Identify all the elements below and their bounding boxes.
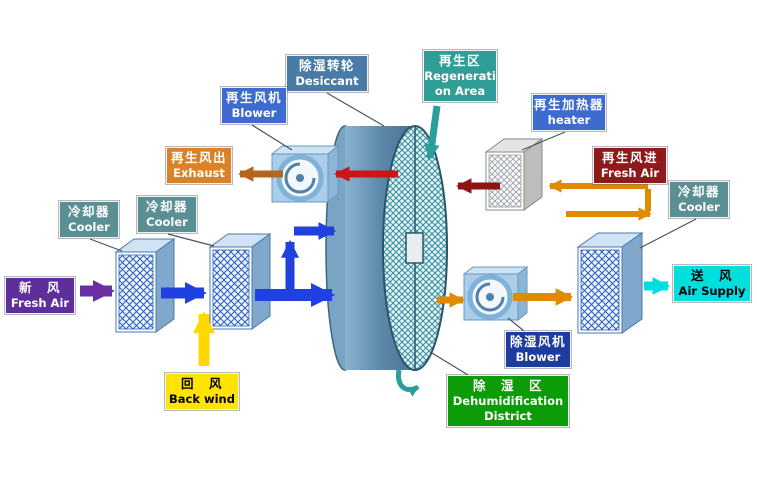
regen-exhaust-label: 再生风出 Exhaust bbox=[166, 147, 232, 185]
cooler-middle-label: 冷却器 Cooler bbox=[137, 196, 197, 234]
cooler-unit-middle bbox=[208, 233, 272, 330]
pointer-cooler-middle bbox=[167, 233, 215, 247]
dehumid-blower-label: 除湿风机 Blower bbox=[505, 331, 571, 369]
back-wind-label-zh: 回 风 bbox=[180, 376, 223, 391]
regen-heater-unit bbox=[484, 138, 544, 211]
heater-side-face bbox=[523, 138, 543, 211]
fresh-air-label: 新 风 Fresh Air bbox=[5, 277, 75, 315]
regen-fresh-air-label-zh: 再生风进 bbox=[601, 150, 658, 165]
regen-blower-hub-icon bbox=[296, 174, 304, 182]
dehumid-district-label: 除 湿 区 Dehumidification District bbox=[447, 375, 569, 428]
regeneration-area-label-en1: Regenerati bbox=[424, 69, 496, 84]
cooler-middle-label-en: Cooler bbox=[146, 215, 188, 230]
cooler1-side-face bbox=[155, 238, 175, 333]
fresh-air-label-en: Fresh Air bbox=[10, 296, 70, 311]
regeneration-area-label: 再生区 Regenerati on Area bbox=[423, 50, 497, 103]
dehumid-district-label-en2: District bbox=[484, 409, 532, 424]
air-supply-label: 送 风 Air Supply bbox=[673, 265, 751, 303]
cooler3-coil bbox=[580, 249, 620, 331]
dehumid-district-label-zh: 除 湿 区 bbox=[472, 378, 543, 393]
cooler3-side-face bbox=[621, 232, 643, 334]
cooler-middle-label-zh: 冷却器 bbox=[145, 199, 188, 214]
air-supply-label-en: Air Supply bbox=[678, 284, 746, 299]
desiccant-wheel-label-zh: 除湿转轮 bbox=[298, 58, 355, 73]
cooler1-coil bbox=[118, 254, 154, 330]
back-wind-label: 回 风 Back wind bbox=[165, 373, 239, 411]
regen-fresh-air-label: 再生风进 Fresh Air bbox=[593, 147, 667, 185]
regeneration-area-label-en2: on Area bbox=[434, 84, 486, 99]
dehumid-blower-spiral-icon bbox=[475, 282, 505, 312]
regen-blower-label: 再生风机 Blower bbox=[221, 87, 287, 125]
cooler-left-label: 冷却器 Cooler bbox=[59, 201, 119, 239]
regen-exhaust-label-zh: 再生风出 bbox=[170, 150, 227, 165]
dehumid-blower-hub-icon bbox=[486, 293, 494, 301]
pointer-desiccant bbox=[326, 92, 385, 127]
regen-heater-label-zh: 再生加热器 bbox=[534, 97, 605, 112]
desiccant-wheel-label: 除湿转轮 Desiccant bbox=[286, 55, 368, 93]
cooler-left-label-zh: 冷却器 bbox=[67, 204, 110, 219]
pointer-cooler-left bbox=[89, 238, 123, 252]
regen-blower-top-face bbox=[270, 145, 340, 155]
regen-blower-unit bbox=[270, 144, 340, 204]
heater-coil bbox=[488, 154, 522, 208]
wheel-hub bbox=[405, 232, 424, 264]
cooler2-side-face bbox=[251, 233, 271, 330]
regen-blower-spiral-icon bbox=[284, 162, 316, 194]
regen-blower-label-en: Blower bbox=[231, 106, 277, 121]
regen-fresh-air-label-en: Fresh Air bbox=[600, 166, 660, 181]
cooler-left-label-en: Cooler bbox=[68, 220, 110, 235]
desiccant-wheel bbox=[325, 125, 448, 371]
regen-heater-label-en: heater bbox=[547, 113, 591, 128]
regen-heater-label: 再生加热器 heater bbox=[532, 94, 606, 132]
cooler-unit-left bbox=[114, 238, 176, 333]
pointer-heater bbox=[521, 131, 566, 151]
cooler-right-label-zh: 冷却器 bbox=[677, 184, 720, 199]
dehumid-district-label-en1: Dehumidification bbox=[452, 394, 564, 409]
fresh-air-label-zh: 新 风 bbox=[18, 280, 61, 295]
pointer-dehumid-district bbox=[431, 352, 469, 376]
dehumid-blower-top-face bbox=[462, 266, 529, 275]
pointer-regen-blower bbox=[251, 124, 293, 151]
air-supply-label-zh: 送 风 bbox=[690, 268, 733, 283]
cooler2-coil bbox=[212, 249, 250, 327]
cooler-right-label: 冷却器 Cooler bbox=[669, 181, 729, 219]
regeneration-area-arrow bbox=[424, 105, 441, 160]
regen-blower-label-zh: 再生风机 bbox=[225, 90, 282, 105]
wheel-rotation-arrow bbox=[395, 369, 420, 397]
regen-exhaust-label-en: Exhaust bbox=[173, 166, 225, 181]
cooler-right-label-en: Cooler bbox=[678, 200, 720, 215]
cooler-unit-right bbox=[576, 232, 644, 334]
back-wind-label-en: Back wind bbox=[169, 392, 235, 407]
desiccant-wheel-label-en: Desiccant bbox=[295, 74, 359, 89]
pointer-dehumid-blower bbox=[507, 317, 525, 332]
dehumid-blower-label-en: Blower bbox=[515, 350, 561, 365]
regeneration-area-label-zh: 再生区 bbox=[438, 53, 481, 68]
pointer-cooler-right bbox=[639, 218, 697, 249]
dehumid-blower-label-zh: 除湿风机 bbox=[509, 334, 566, 349]
